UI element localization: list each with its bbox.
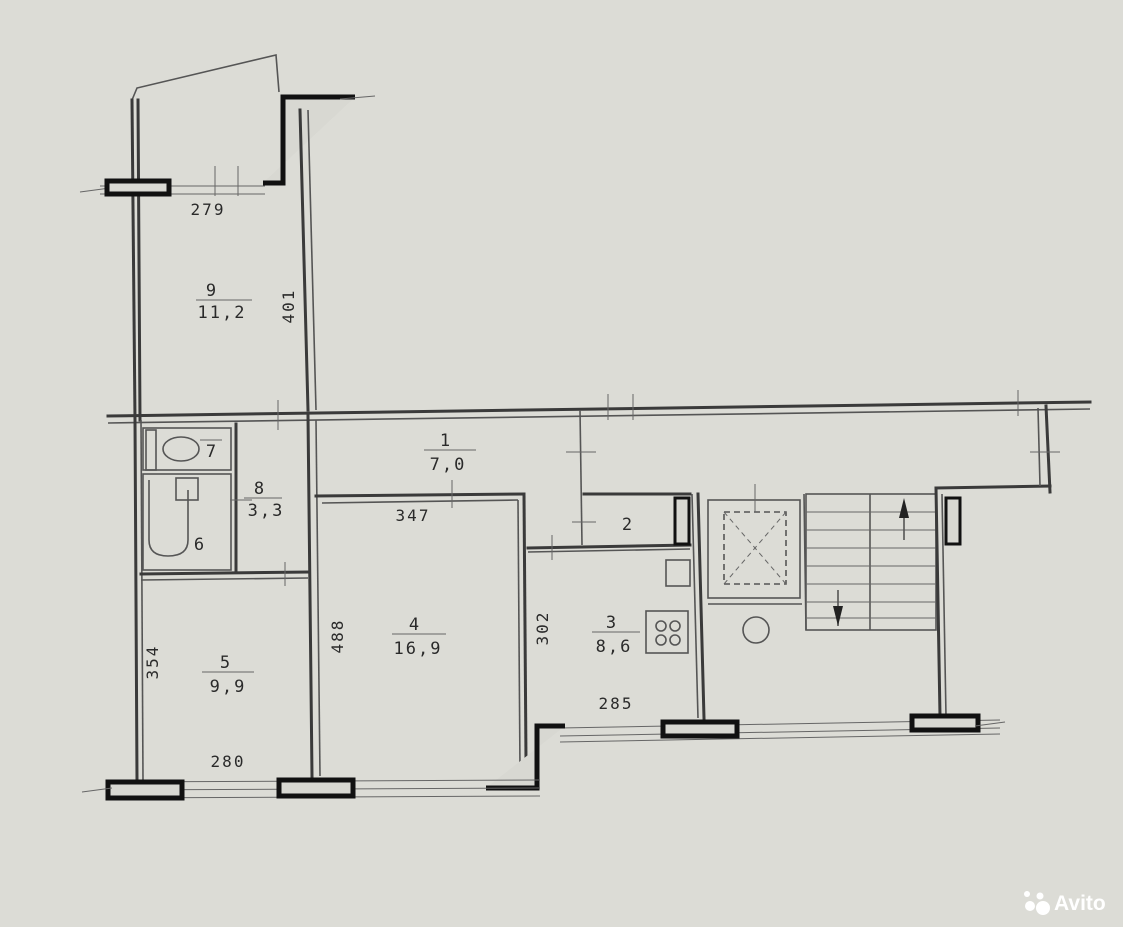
room-2-label: 2 bbox=[622, 515, 634, 535]
room-6-label: 6 bbox=[194, 535, 206, 555]
dimension-279: 279 bbox=[191, 200, 226, 219]
dimension-354: 354 bbox=[143, 645, 162, 680]
sink-icon bbox=[175, 477, 199, 501]
main-horizontal-wall bbox=[106, 390, 1092, 430]
svg-text:3: 3 bbox=[606, 613, 618, 633]
avito-watermark: Avito bbox=[1024, 891, 1106, 915]
svg-text:8: 8 bbox=[254, 479, 266, 499]
kitchen-sink-icon bbox=[665, 559, 691, 587]
wall-cabinet-icon bbox=[145, 429, 157, 471]
room-9-label: 9 11,2 bbox=[196, 281, 252, 323]
kitchen-area bbox=[645, 492, 706, 720]
arrow-up-icon bbox=[899, 498, 909, 518]
svg-text:1: 1 bbox=[440, 431, 452, 451]
closet-area bbox=[526, 409, 692, 560]
room-4-label: 4 16,9 bbox=[392, 615, 446, 659]
toilet-icon bbox=[162, 436, 200, 462]
bottom-facade bbox=[81, 713, 1006, 801]
dimension-280: 280 bbox=[211, 752, 246, 771]
svg-text:9: 9 bbox=[206, 281, 218, 301]
svg-text:7,0: 7,0 bbox=[430, 455, 467, 475]
dimension-488: 488 bbox=[328, 619, 347, 654]
bathroom-area bbox=[139, 422, 310, 586]
arrow-down-icon bbox=[833, 606, 843, 626]
room-3-label: 3 8,6 bbox=[592, 613, 640, 657]
svg-text:3,3: 3,3 bbox=[248, 501, 285, 521]
dimension-401: 401 bbox=[279, 289, 298, 324]
dimension-285: 285 bbox=[599, 694, 634, 713]
room-1-label: 1 7,0 bbox=[424, 431, 476, 475]
room-7-label: 7 bbox=[206, 442, 218, 462]
room-8-label: 8 3,3 bbox=[244, 479, 285, 521]
room-4-walls bbox=[314, 480, 528, 771]
svg-text:5: 5 bbox=[220, 653, 232, 673]
svg-text:9,9: 9,9 bbox=[210, 677, 247, 697]
avito-logo-icon bbox=[1024, 891, 1050, 915]
stove-icon bbox=[645, 610, 689, 654]
room-5-label: 5 9,9 bbox=[202, 653, 254, 697]
stairwell bbox=[707, 404, 1060, 718]
balcony-walls bbox=[79, 54, 376, 422]
dimension-347: 347 bbox=[396, 506, 431, 525]
svg-text:8,6: 8,6 bbox=[596, 637, 633, 657]
svg-text:4: 4 bbox=[409, 615, 421, 635]
watermark-text: Avito bbox=[1054, 892, 1106, 915]
bathtub-icon bbox=[148, 480, 189, 557]
dimension-302: 302 bbox=[533, 611, 552, 646]
trash-chute-icon bbox=[742, 616, 770, 644]
svg-text:16,9: 16,9 bbox=[394, 639, 443, 659]
svg-text:11,2: 11,2 bbox=[198, 303, 247, 323]
